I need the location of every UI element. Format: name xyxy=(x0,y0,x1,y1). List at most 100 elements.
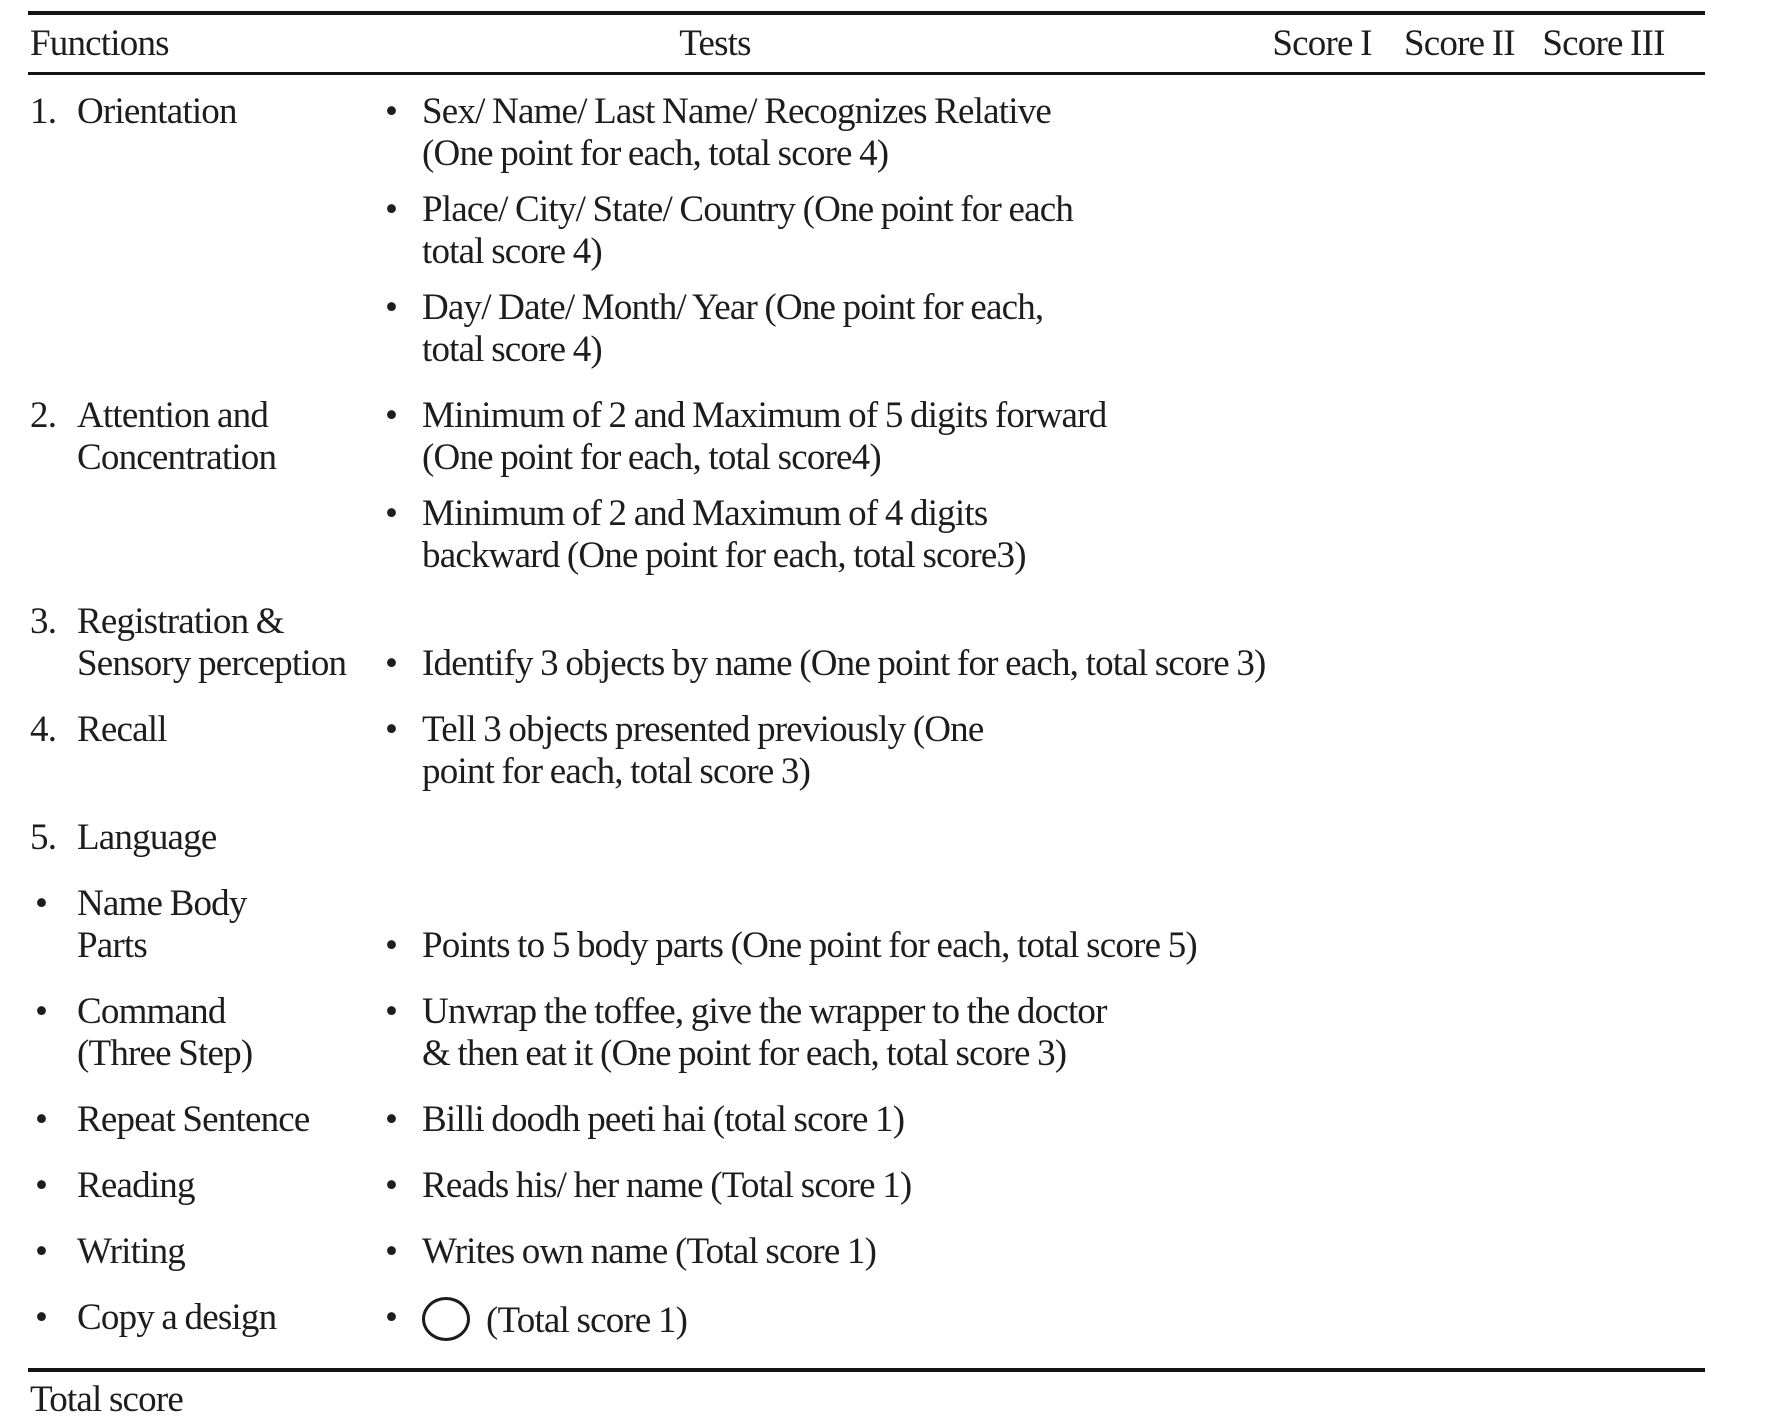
test-text-line: & then eat it (One point for each, total… xyxy=(422,1033,1067,1074)
bullet-icon: • xyxy=(385,1099,398,1140)
test-text: Tell 3 objects presented previously (One… xyxy=(422,709,1240,793)
test-item: • Identify 3 objects by name (One point f… xyxy=(385,643,1266,685)
table-row: • Copy a design • (Total score 1) xyxy=(28,1297,1705,1342)
function-label: Recall xyxy=(77,709,385,751)
test-text-line: backward (One point for each, total scor… xyxy=(422,535,1027,576)
test-text-line: total score 4) xyxy=(422,329,603,370)
test-text-line: Billi doodh peeti hai (total score 1) xyxy=(422,1099,905,1140)
circle-design-icon xyxy=(422,1297,470,1341)
test-text-line: Day/ Date/ Month/ Year (One point for ea… xyxy=(422,287,1044,328)
test-item: •Unwrap the toffee, give the wrapper to … xyxy=(385,991,1240,1075)
tests-cell: • Reads his/ her name (Total score 1) xyxy=(385,1165,1240,1207)
test-text: Minimum of 2 and Maximum of 5 digits for… xyxy=(422,395,1240,479)
function-label-line: Concentration xyxy=(77,437,277,478)
function-label-line: Copy a design xyxy=(77,1297,277,1338)
test-item: • Reads his/ her name (Total score 1) xyxy=(385,1165,1240,1207)
test-text: Sex/ Name/ Last Name/ Recognizes Relativ… xyxy=(422,91,1240,175)
table-row: • Repeat Sentence • Billi doodh peeti hai (… xyxy=(28,1099,1705,1141)
function-cell: 4.Recall xyxy=(28,709,385,751)
bullet-icon: • xyxy=(385,287,398,328)
function-cell: 3. Registration &Sensory perception xyxy=(28,601,385,685)
table-row: 1.Orientation•Sex/ Name/ Last Name/ Reco… xyxy=(28,91,1705,371)
tests-cell: • Identify 3 objects by name (One point f… xyxy=(385,643,1266,685)
tests-cell: • Writes own name (Total score 1) xyxy=(385,1231,1240,1273)
test-item: • Minimum of 2 and Maximum of 5 digits fo… xyxy=(385,395,1240,479)
function-label-line: Attention and xyxy=(77,395,269,436)
function-label-line: Parts xyxy=(77,925,148,966)
test-text: Identify 3 objects by name (One point fo… xyxy=(422,643,1266,685)
test-text-line: (Total score 1) xyxy=(422,1297,1240,1342)
bullet-icon: • xyxy=(385,395,398,436)
table-row: • Reading • Reads his/ her name (Total scor… xyxy=(28,1165,1705,1207)
column-header-score-1: Score I xyxy=(1272,23,1372,64)
tests-cell: • Minimum of 2 and Maximum of 5 digits fo… xyxy=(385,395,1240,577)
table-row: 4.Recall•Tell 3 objects presented previo… xyxy=(28,709,1705,793)
function-label: Orientation xyxy=(77,91,385,133)
function-cell: •Command(Three Step) xyxy=(28,991,385,1075)
table-row: 3. Registration &Sensory perception• Ident… xyxy=(28,601,1705,685)
total-score-row: Total score xyxy=(28,1368,1705,1421)
test-text-line: (One point for each, total score4) xyxy=(422,437,882,478)
test-text-fragment: (Total score 1) xyxy=(486,1300,688,1341)
bullet-icon: • xyxy=(35,1231,48,1272)
item-number: 1. xyxy=(30,91,57,132)
table-row: 5.Language xyxy=(28,817,1705,859)
test-text-line: Points to 5 body parts (One point for ea… xyxy=(422,925,1198,966)
function-label-line: Reading xyxy=(77,1165,196,1206)
column-header-score-3: Score III xyxy=(1542,23,1665,64)
test-item: • Place/ City/ State/ Country (One point … xyxy=(385,189,1240,273)
table-body: 1.Orientation•Sex/ Name/ Last Name/ Reco… xyxy=(28,75,1705,1342)
function-label-line: Command xyxy=(77,991,226,1032)
tests-cell: • (Total score 1) xyxy=(385,1297,1240,1342)
total-score-label: Total score xyxy=(30,1379,184,1420)
bullet-icon: • xyxy=(385,1231,398,1272)
test-text: Billi doodh peeti hai (total score 1) xyxy=(422,1099,1240,1141)
test-text-line: total score 4) xyxy=(422,231,603,272)
bullet-icon: • xyxy=(35,1297,48,1338)
function-label-line: Recall xyxy=(77,709,168,750)
function-label-line: (Three Step) xyxy=(77,1033,253,1074)
bullet-icon: • xyxy=(385,493,398,534)
function-label-line: Writing xyxy=(77,1231,186,1272)
test-text-line: Minimum of 2 and Maximum of 4 digits xyxy=(422,493,988,534)
bullet-icon: • xyxy=(385,189,398,230)
bullet-icon: • xyxy=(385,1165,398,1206)
function-label-line: Name Body xyxy=(77,883,247,924)
item-number: 3. xyxy=(30,601,57,642)
tests-cell: • Billi doodh peeti hai (total score 1) xyxy=(385,1099,1240,1141)
test-item: •Tell 3 objects presented previously (On… xyxy=(385,709,1240,793)
test-item: • Billi doodh peeti hai (total score 1) xyxy=(385,1099,1240,1141)
column-header-functions: Functions xyxy=(30,23,170,64)
test-text-line: point for each, total score 3) xyxy=(422,751,811,792)
function-cell: 1. Orientation xyxy=(28,91,385,133)
function-cell: • Copy a design xyxy=(28,1297,385,1339)
test-item: • Sex/ Name/ Last Name/ Recognizes Relati… xyxy=(385,91,1240,175)
bullet-icon: • xyxy=(385,643,398,684)
table-header-row: Functions Tests Score I Score II Score I… xyxy=(28,11,1705,75)
test-text: Unwrap the toffee, give the wrapper to t… xyxy=(422,991,1240,1075)
function-label: Registration &Sensory perception xyxy=(77,601,385,685)
test-text-line: Tell 3 objects presented previously (One xyxy=(422,709,984,750)
bullet-icon: • xyxy=(385,91,398,132)
test-item: • Day/ Date/ Month/ Year (One point for e… xyxy=(385,287,1240,371)
test-text-line: Reads his/ her name (Total score 1) xyxy=(422,1165,912,1206)
tests-cell: •Tell 3 objects presented previously (On… xyxy=(385,709,1240,793)
test-text-line: Place/ City/ State/ Country (One point f… xyxy=(422,189,1074,230)
column-header-score-2: Score II xyxy=(1404,23,1516,64)
test-text-line: Unwrap the toffee, give the wrapper to t… xyxy=(422,991,1107,1032)
bullet-icon: • xyxy=(385,1297,398,1338)
test-item: • Writes own name (Total score 1) xyxy=(385,1231,1240,1273)
test-item: • (Total score 1) xyxy=(385,1297,1240,1342)
tests-cell: • Sex/ Name/ Last Name/ Recognizes Relati… xyxy=(385,91,1240,371)
function-label-line: Repeat Sentence xyxy=(77,1099,310,1140)
test-text: Reads his/ her name (Total score 1) xyxy=(422,1165,1240,1207)
bullet-icon: • xyxy=(385,925,398,966)
test-text: Writes own name (Total score 1) xyxy=(422,1231,1240,1273)
